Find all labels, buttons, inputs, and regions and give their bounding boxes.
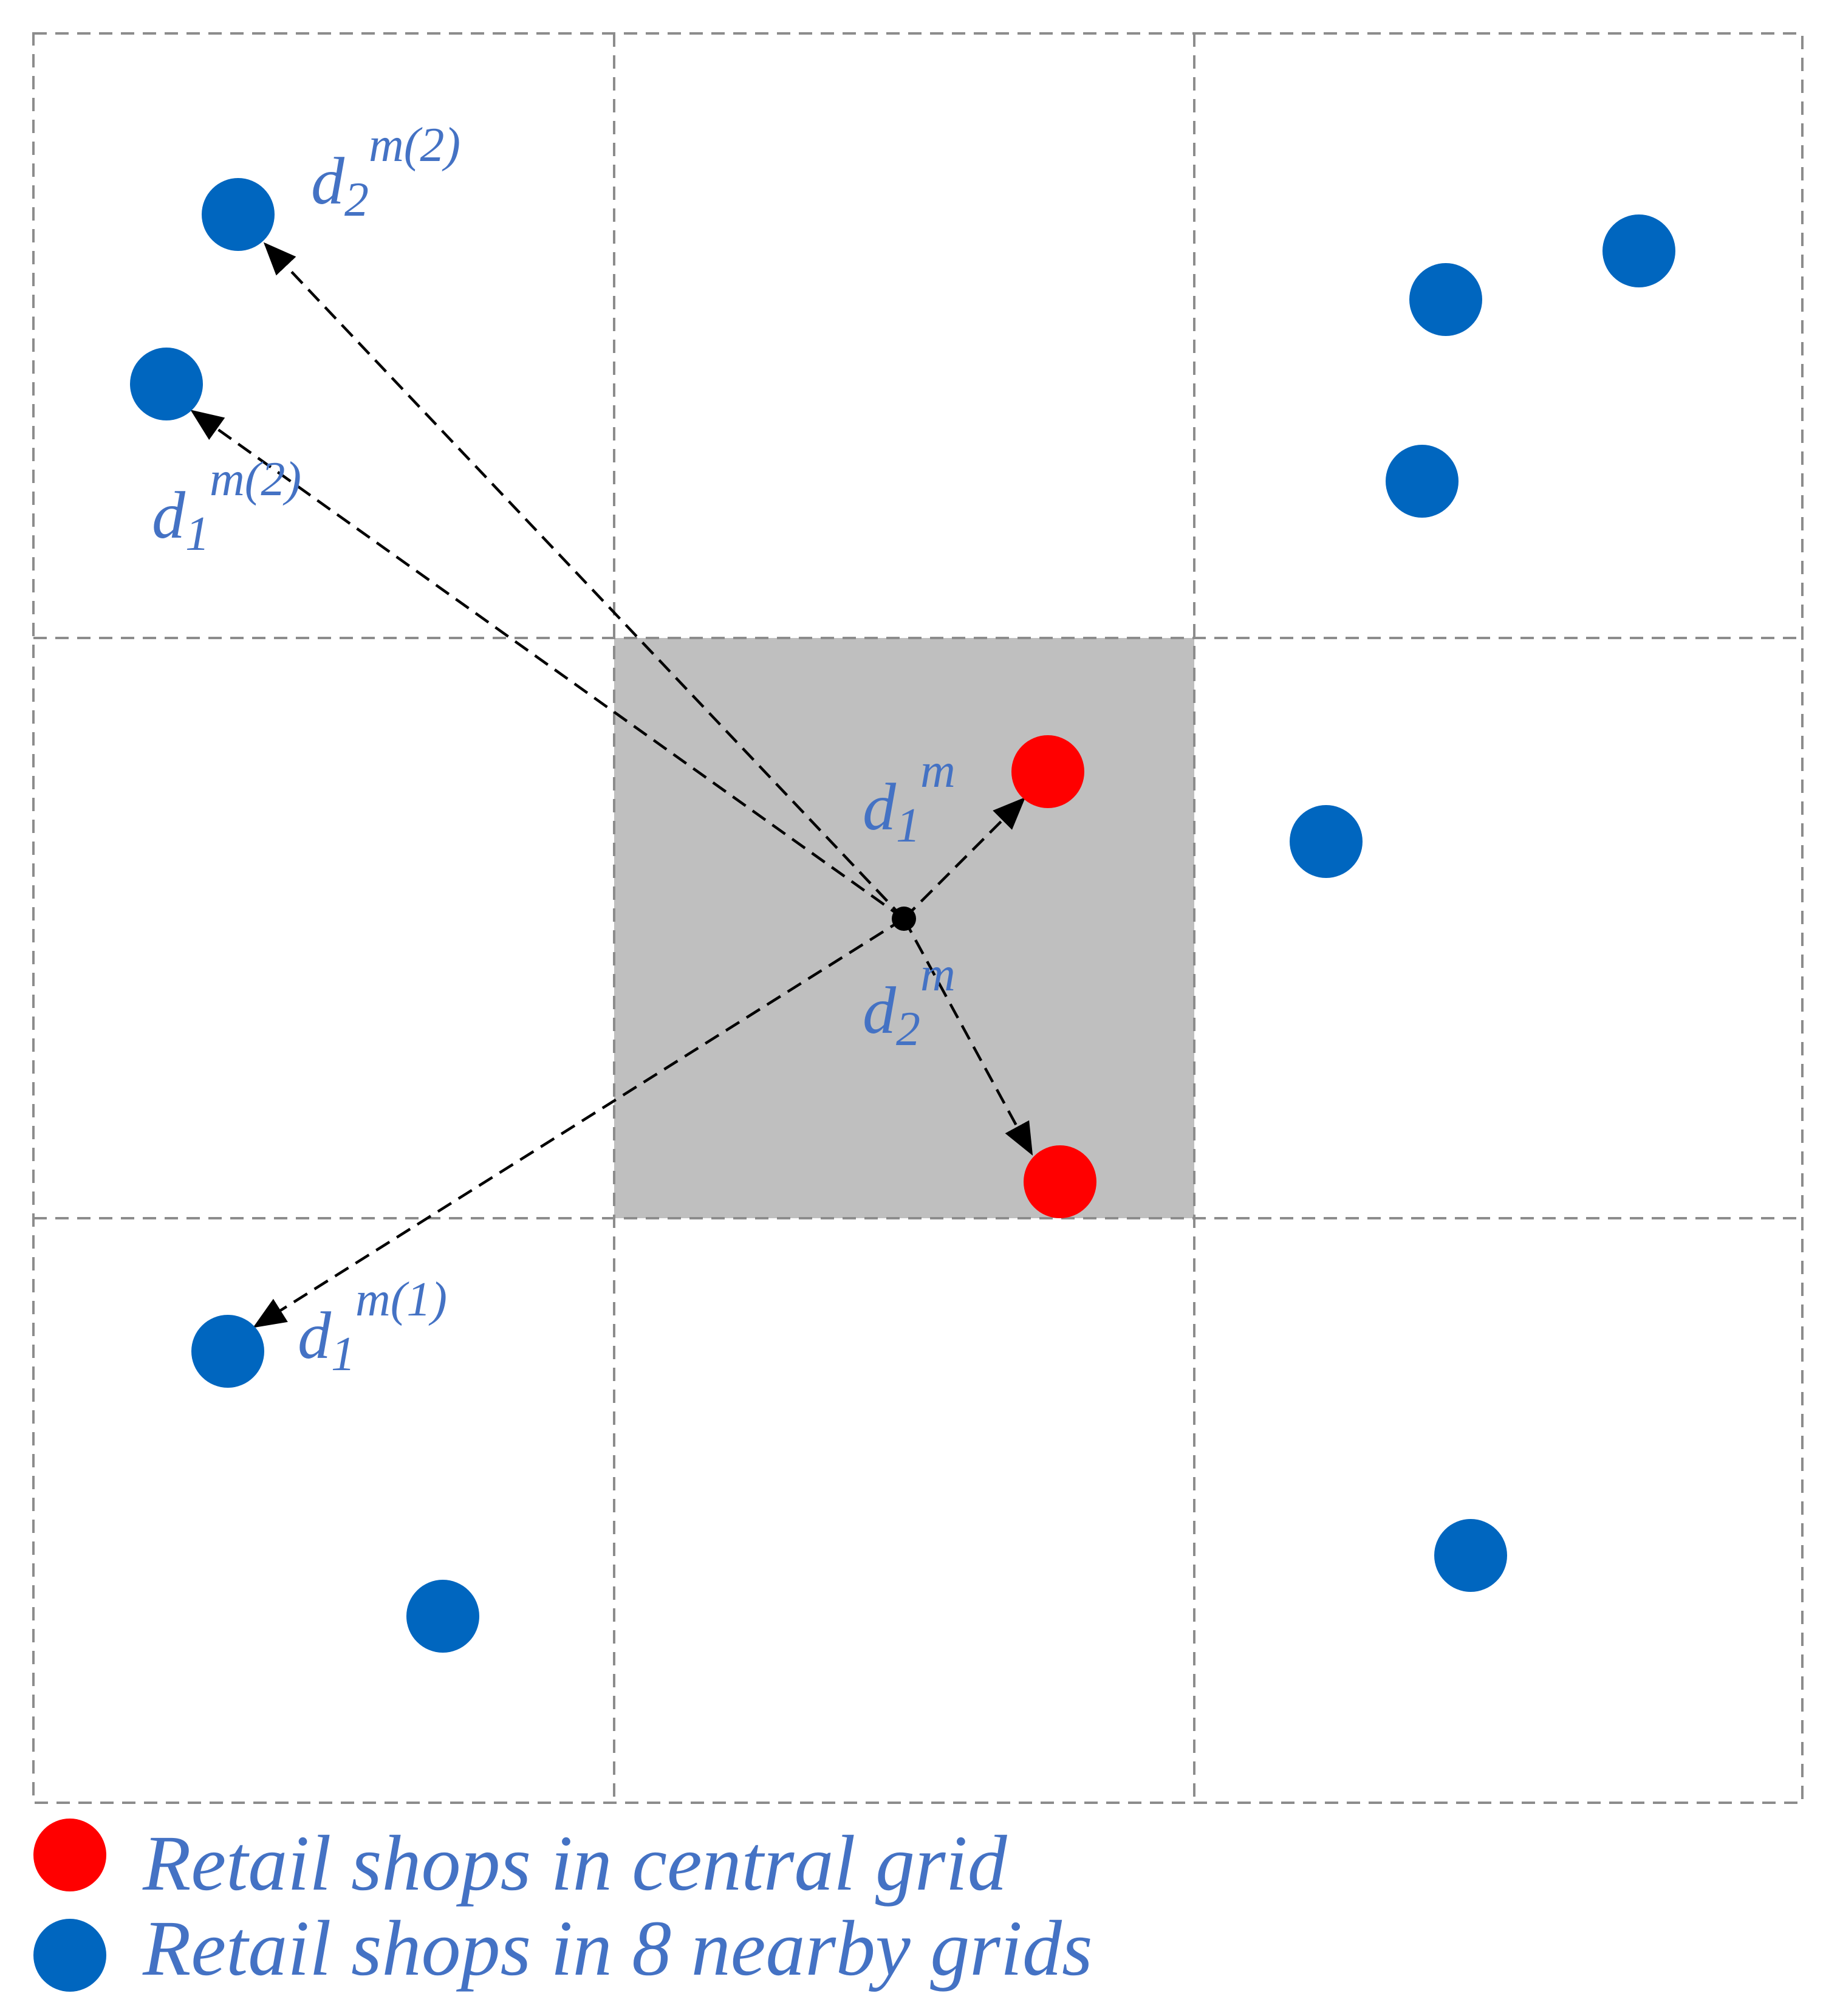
label-sup: m: [920, 948, 956, 1001]
label-sub: 1: [896, 799, 920, 852]
nearby-shop-point: [202, 178, 275, 251]
label-d1m1: d1m(1): [298, 1273, 447, 1381]
nearby-shops: [130, 178, 1675, 1653]
central-shop-point: [1011, 735, 1084, 808]
legend-nearby-marker: [33, 1919, 106, 1992]
label-sub: 2: [344, 173, 369, 227]
legend-central-marker: [33, 1819, 106, 1891]
label-sup: m(2): [210, 453, 301, 506]
label-d2m2: d2m(2): [311, 118, 460, 227]
distance-arrows: [190, 242, 1033, 1328]
label-d2m: d2m: [863, 948, 956, 1056]
label-sup: m(1): [355, 1273, 447, 1326]
arrow-d1m1: [253, 917, 905, 1328]
legend: Retail shops in central grid Retail shop…: [33, 1819, 1093, 1992]
label-sub: 1: [331, 1328, 355, 1381]
central-shop-point: [1024, 1145, 1096, 1218]
reference-point: [892, 907, 916, 931]
label-base: d: [152, 478, 186, 552]
legend-nearby-label: Retail shops in 8 nearby grids: [142, 1905, 1093, 1992]
label-sup: m(2): [369, 118, 460, 172]
label-sub: 1: [185, 507, 210, 561]
grid-outer-border: [32, 32, 1804, 1804]
nearby-shop-point: [406, 1580, 479, 1653]
label-sub: 2: [896, 1003, 920, 1056]
arrow-d1m: [903, 797, 1026, 920]
nearby-shop-point: [130, 348, 203, 420]
label-base: d: [863, 973, 897, 1047]
label-base: d: [298, 1298, 332, 1373]
label-sup: m: [920, 744, 956, 798]
label-d1m2: d1m(2): [152, 453, 301, 561]
nearby-shop-point: [1602, 214, 1675, 287]
arrow-d2m: [903, 917, 1033, 1156]
distance-labels: d2m(2) d1m(2) d1m d2m d1m(1): [152, 118, 956, 1381]
central-shops: [1011, 735, 1096, 1218]
nearby-shop-point: [1386, 445, 1459, 518]
nearby-shop-point: [191, 1315, 264, 1388]
nearby-shop-point: [1290, 805, 1363, 878]
label-d1m: d1m: [863, 744, 956, 852]
legend-central-label: Retail shops in central grid: [142, 1820, 1008, 1907]
arrow-d2m2: [263, 242, 905, 920]
nearby-shop-point: [1434, 1519, 1507, 1592]
nearby-shop-point: [1409, 263, 1482, 336]
grid-lines: [32, 32, 1804, 1804]
label-base: d: [311, 144, 345, 218]
label-base: d: [863, 770, 897, 844]
